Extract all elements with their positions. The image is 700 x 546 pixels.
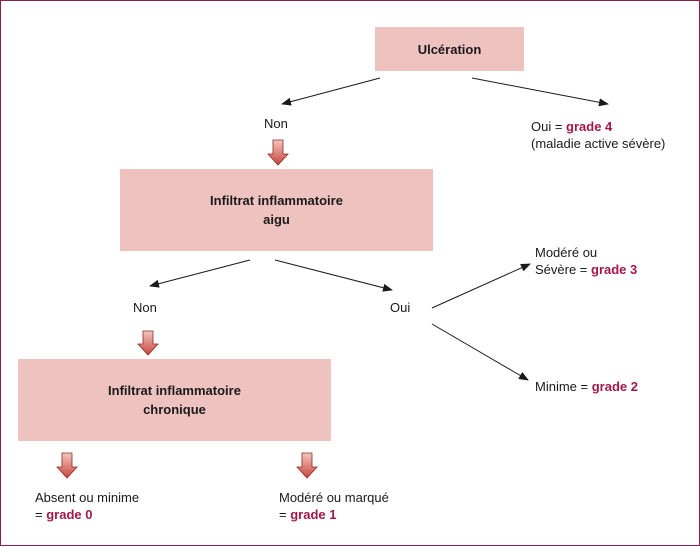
arrow-oui-grade3 [431,263,531,309]
block-arrow-non-1 [267,139,289,166]
label-grade0-prefix: = [35,507,47,522]
node-ulceration-label: Ulcération [417,41,482,57]
arrow-oui-grade2 [431,323,529,381]
node-ulceration: Ulcération [375,27,524,71]
label-grade3-line1: Modéré ou [535,245,598,260]
arrow-ulceration-oui [471,77,609,107]
node-infiltrat-chronique: Infiltrat inflammatoire chronique [18,359,331,441]
label-grade1-prefix: = [279,507,291,522]
label-grade2: Minime = grade 2 [535,378,638,395]
grade-2: grade 2 [591,379,638,394]
label-grade0-line1: Absent ou minime [35,490,140,505]
grade-4: grade 4 [566,119,613,134]
block-arrow-marque [296,452,318,479]
node-infiltrat-chronique-line1: Infiltrat inflammatoire [108,383,241,398]
label-grade1-line1: Modéré ou marqué [279,490,389,505]
label-oui-grade4-prefix: Oui = [531,119,567,134]
label-oui-grade4-note: (maladie active sévère) [531,136,666,151]
grade-1: grade 1 [290,507,337,522]
node-infiltrat-aigu-line2: aigu [263,212,290,227]
label-non-1: Non [264,116,288,131]
node-infiltrat-aigu-line1: Infiltrat inflammatoire [210,193,343,208]
label-grade3: Modéré ou Sévère = grade 3 [535,244,637,278]
node-infiltrat-chronique-line2: chronique [143,402,206,417]
block-arrow-non-2 [137,330,159,356]
label-oui-2: Oui [390,300,411,315]
label-non-2: Non [133,300,157,315]
grade-3: grade 3 [591,262,638,277]
arrow-aigu-non [149,259,251,288]
label-grade2-prefix: Minime = [535,379,592,394]
arrow-ulceration-non [281,77,381,106]
label-grade3-prefix: Sévère = [535,262,592,277]
grade-0: grade 0 [46,507,93,522]
arrow-aigu-oui [274,259,393,292]
node-infiltrat-aigu: Infiltrat inflammatoire aigu [120,169,433,251]
block-arrow-absent [56,452,78,479]
label-oui-grade4: Oui = grade 4 (maladie active sévère) [531,118,665,152]
label-grade0: Absent ou minime = grade 0 [35,489,139,523]
label-grade1: Modéré ou marqué = grade 1 [279,489,389,523]
